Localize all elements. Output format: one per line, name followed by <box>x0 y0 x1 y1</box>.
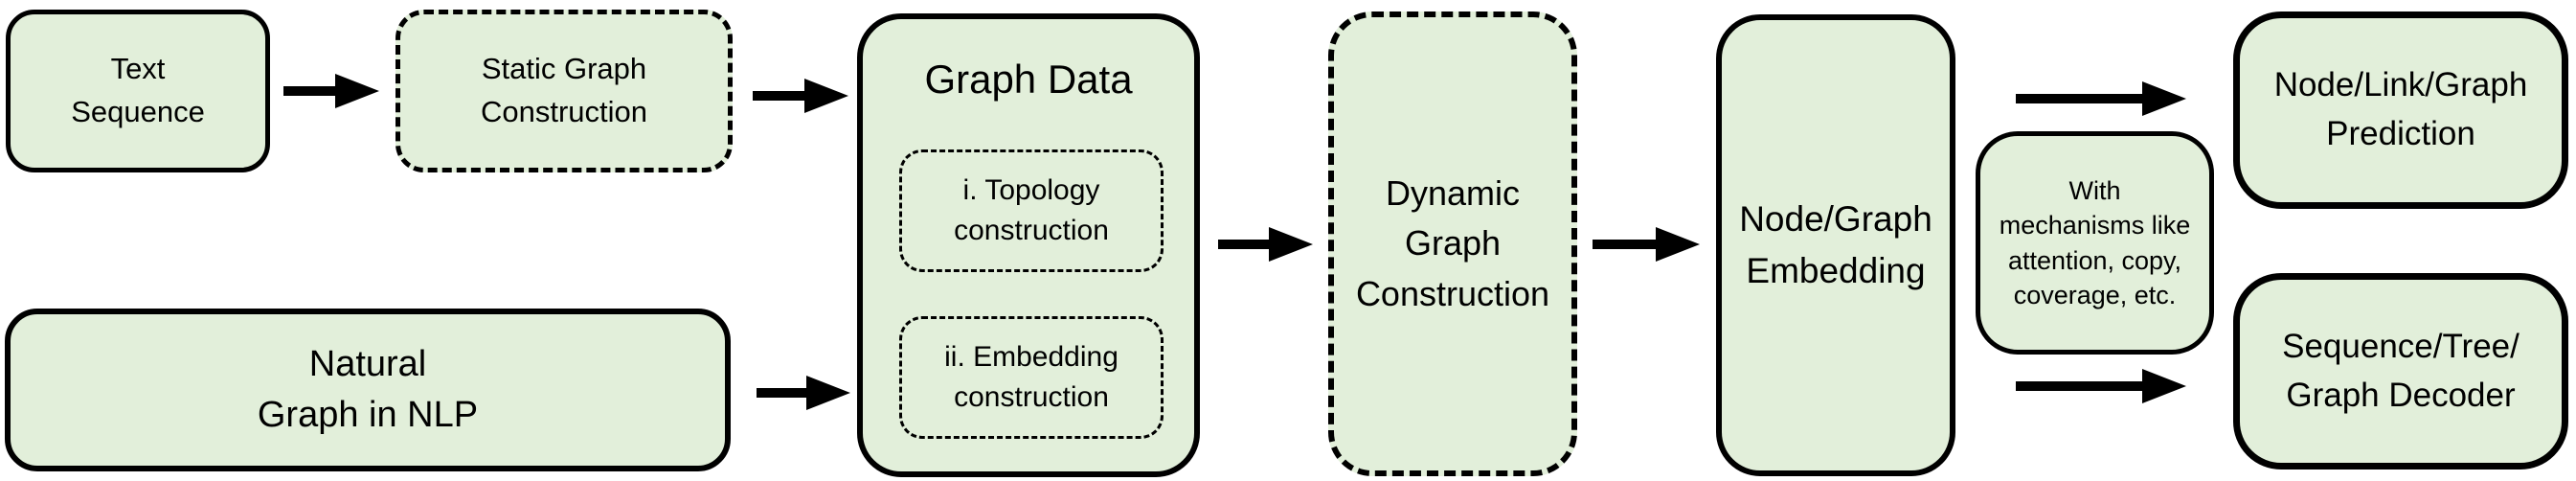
node-natural-graph-in-nlp-label: Natural Graph in NLP <box>257 343 479 435</box>
node-with-mechanisms-label: With mechanisms like attention, copy, co… <box>1999 175 2191 309</box>
node-static-graph-construction: Static Graph Construction <box>395 10 733 172</box>
arrow-shaft <box>1593 240 1661 249</box>
node-static-graph-construction-label: Static Graph Construction <box>480 52 648 128</box>
arrow-shaft <box>1218 240 1275 249</box>
node-topology-construction-label: i. Topology construction <box>954 174 1109 246</box>
arrow-shaft <box>2016 381 2148 391</box>
node-topology-construction: i. Topology construction <box>899 149 1164 272</box>
arrow-embedding-to-prediction <box>2016 80 2186 118</box>
node-text-sequence-label: Text Sequence <box>71 52 205 128</box>
node-natural-graph-in-nlp: Natural Graph in NLP <box>5 309 731 471</box>
node-text-sequence: Text Sequence <box>6 10 270 172</box>
node-node-graph-embedding: Node/Graph Embedding <box>1716 14 1955 476</box>
arrow-shaft <box>283 86 341 96</box>
node-node-link-graph-prediction-label: Node/Link/Graph Prediction <box>2273 66 2528 152</box>
node-graph-data: Graph Data i. Topology construction ii. … <box>857 13 1200 477</box>
node-dynamic-graph-construction-label: Dynamic Graph Construction <box>1355 173 1550 313</box>
node-dynamic-graph-construction: Dynamic Graph Construction <box>1328 11 1577 476</box>
node-sequence-tree-graph-decoder-label: Sequence/Tree/ Graph Decoder <box>2282 327 2520 414</box>
arrow-shaft <box>2016 94 2148 103</box>
arrow-head-icon <box>1656 227 1700 262</box>
node-embedding-construction-label: ii. Embedding construction <box>944 341 1119 413</box>
arrow-shaft <box>757 388 812 398</box>
node-node-graph-embedding-label: Node/Graph Embedding <box>1739 199 1932 290</box>
arrow-dynamic-graph-to-node-embedding <box>1593 225 1700 263</box>
arrow-text-sequence-to-static-graph <box>283 72 379 110</box>
node-node-link-graph-prediction: Node/Link/Graph Prediction <box>2233 11 2568 209</box>
arrow-natural-graph-to-graph-data <box>757 374 850 412</box>
arrow-head-icon <box>1269 227 1313 262</box>
arrow-head-icon <box>335 74 379 108</box>
arrow-head-icon <box>804 79 848 113</box>
node-graph-data-title: Graph Data <box>924 57 1133 102</box>
node-sequence-tree-graph-decoder: Sequence/Tree/ Graph Decoder <box>2233 273 2568 470</box>
node-with-mechanisms: With mechanisms like attention, copy, co… <box>1976 131 2214 355</box>
arrow-head-icon <box>2142 369 2186 403</box>
arrow-head-icon <box>2142 81 2186 116</box>
arrow-static-graph-to-graph-data <box>753 77 848 115</box>
arrow-shaft <box>753 91 810 101</box>
arrow-embedding-to-decoder <box>2016 367 2186 405</box>
node-embedding-construction: ii. Embedding construction <box>899 316 1164 439</box>
arrow-graph-data-to-dynamic-graph <box>1218 225 1313 263</box>
arrow-head-icon <box>806 376 850 410</box>
